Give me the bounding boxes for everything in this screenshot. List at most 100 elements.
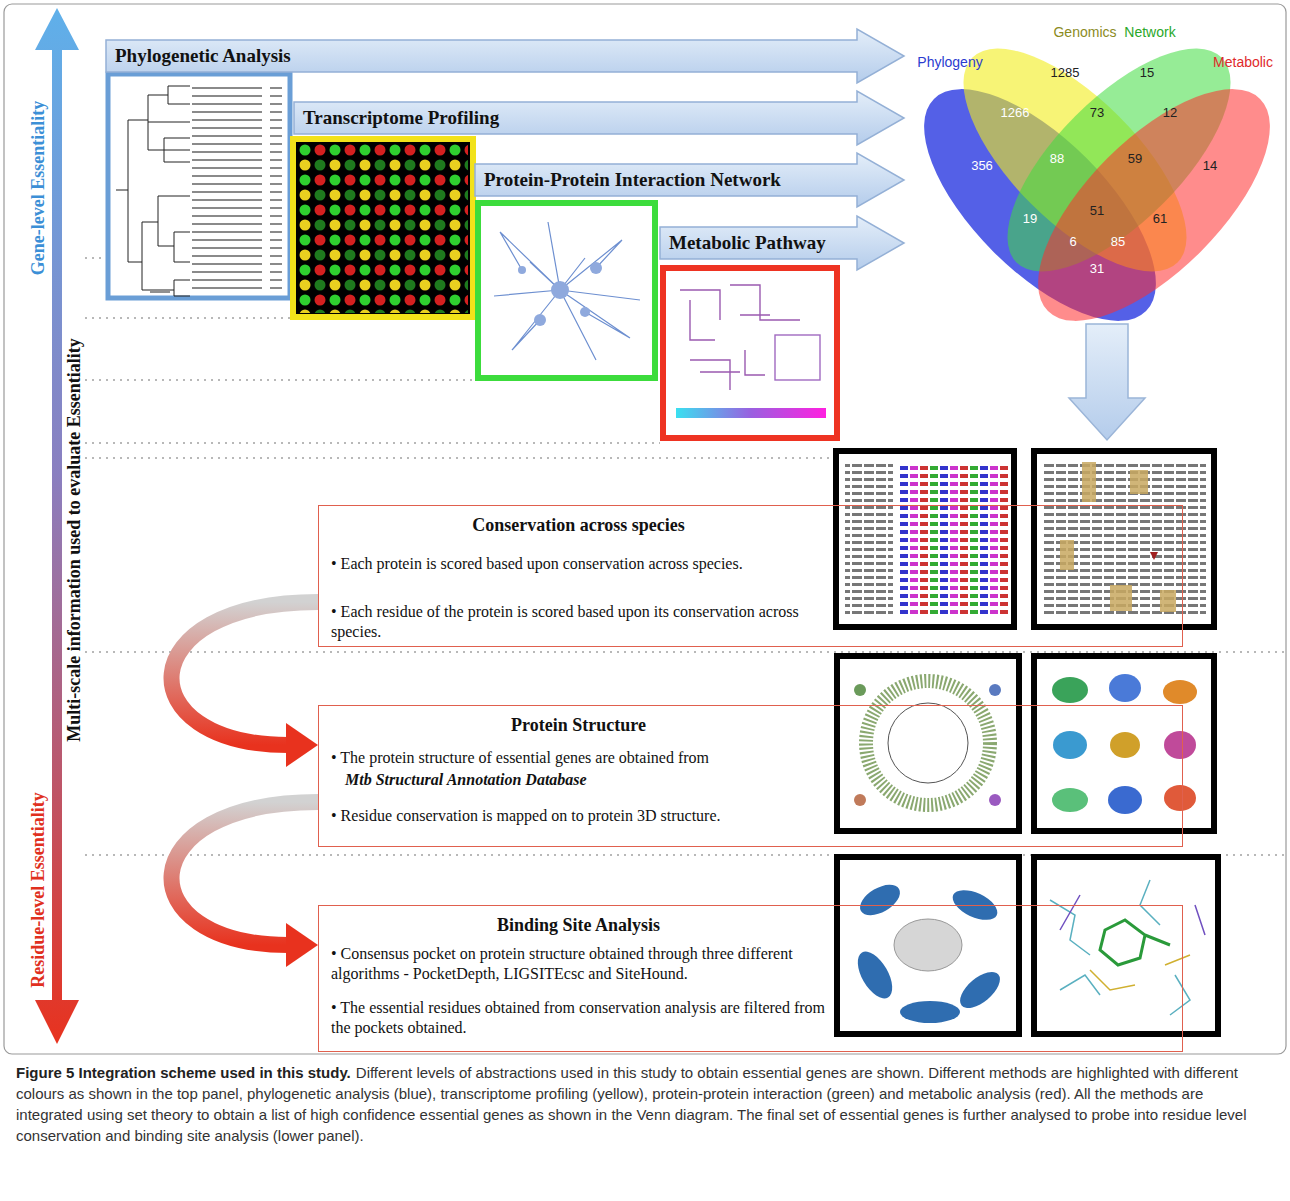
structure-map-image-part: [854, 684, 866, 696]
method-label: Metabolic Pathway: [659, 215, 826, 271]
protein-structures-image-part: [1110, 732, 1140, 758]
bullet-text: • The essential residues obtained from c…: [331, 998, 826, 1038]
protein-structures-image-part: [1052, 788, 1088, 812]
venn-count: 14: [1203, 158, 1217, 173]
alignment-image-part: [1160, 590, 1176, 612]
venn-diagram: [887, 14, 1290, 358]
metabolic-panel-part: [680, 285, 800, 390]
database-name: Mtb Structural Annotation Database: [331, 770, 826, 790]
ligand-image-part: [1050, 880, 1190, 1015]
alignment-image-part: [1060, 540, 1074, 570]
curved-arrow: [172, 602, 318, 767]
protein-structures-image-part: [1052, 677, 1088, 703]
set-name: Phylogeny: [917, 54, 982, 70]
ligand-image-part: [1100, 920, 1170, 965]
protein-structures-image-part: [1163, 680, 1197, 704]
bullet-text: • Consensus pocket on protein structure …: [331, 944, 826, 984]
metabolic-panel-part: [676, 408, 826, 418]
dotted-guides-part: [85, 379, 475, 381]
ligand-image-part: [1034, 857, 1218, 1034]
method-arrow: Transcriptome Profiling: [293, 90, 905, 146]
alignment-image-part: [1082, 462, 1096, 502]
metabolic-panel-part: [775, 335, 820, 380]
pocket-image-part: [851, 946, 900, 1004]
set-name: Metabolic: [1213, 54, 1273, 70]
arrowhead: [286, 923, 318, 967]
curved-arrow-body: [172, 602, 318, 745]
analysis-box: Protein Structure• The protein structure…: [318, 705, 1183, 847]
pocket-image-part: [954, 965, 1006, 1014]
alignment-image-part: [1150, 552, 1158, 560]
metabolic-panel-part: [663, 268, 837, 438]
dotted-guides: [85, 258, 1285, 855]
network-panel-part: [590, 262, 602, 274]
network-panel-part: [551, 281, 569, 299]
arrow-outline: [106, 29, 904, 83]
alignment-image-part: [1034, 451, 1214, 627]
protein-structures-image-part: [1164, 731, 1196, 759]
figure-frame: [4, 4, 1286, 1054]
protein-structures-image: [1034, 656, 1214, 831]
dotted-guides-part: [85, 457, 835, 459]
curved-arrow-body: [172, 802, 318, 945]
phylogeny-panel-part: [108, 74, 290, 298]
network-panel-part: [478, 203, 655, 378]
phylogeny-panel-part: [116, 86, 190, 296]
venn-count: 6: [1069, 234, 1076, 249]
protein-structures-image-part: [1108, 786, 1142, 814]
network-panel-part: [580, 307, 590, 317]
curved-arrow: [172, 802, 318, 967]
dotted-guides-part: [85, 651, 1285, 653]
pocket-image-part: [855, 879, 905, 922]
ligand-image-part: [1090, 955, 1190, 990]
arrowhead: [286, 723, 318, 767]
alignment-image-part: [836, 451, 1014, 627]
venn-count: 73: [1090, 105, 1104, 120]
method-arrow: Protein-Protein Interaction Network: [474, 152, 905, 208]
arrow-outline: [475, 153, 904, 207]
dotted-guides-part: [85, 442, 660, 444]
bullet-text: • Residue conservation is mapped on to p…: [331, 806, 826, 826]
microarray-panel-part: [293, 139, 473, 317]
venn-count: 12: [1163, 105, 1177, 120]
dotted-guides-part: [85, 257, 105, 259]
structure-map-image: [837, 656, 1019, 831]
venn-count: 51: [1090, 203, 1104, 218]
alignment-image: [836, 451, 1014, 627]
network-panel-part: [534, 314, 546, 326]
box-title: Binding Site Analysis: [331, 914, 826, 936]
alignment-image-part: [1130, 470, 1148, 494]
side-label: Gene-level Essentiality: [28, 101, 49, 275]
protein-structures-image-part: [1053, 731, 1087, 759]
figure-title: Figure 5 Integration scheme used in this…: [16, 1064, 351, 1081]
method-label: Protein-Protein Interaction Network: [474, 152, 781, 208]
venn-count: 1285: [1051, 65, 1080, 80]
analysis-box: Conservation across species • Each protei…: [318, 505, 1183, 647]
bullet-text: • Each protein is scored based upon cons…: [331, 554, 826, 574]
network-panel-part: [518, 266, 526, 274]
alignment-image-part: [845, 460, 893, 618]
method-arrow: Phylogenetic Analysis: [105, 28, 905, 84]
metabolic-panel: [663, 268, 837, 438]
box-title: Protein Structure: [331, 714, 826, 736]
box-title: Conservation across species: [331, 514, 826, 536]
alignment-image-part: [1110, 585, 1132, 611]
method-arrow: Metabolic Pathway: [659, 215, 905, 271]
venn-count: 19: [1023, 211, 1037, 226]
venn-count: 59: [1128, 151, 1142, 166]
ligand-image-part: [1060, 895, 1205, 935]
analysis-box: Binding Site Analysis • Consensus pocket …: [318, 905, 1183, 1052]
structure-map-image-part: [837, 656, 1019, 831]
protein-structures-image-part: [1034, 656, 1214, 831]
venn-count: 88: [1050, 151, 1064, 166]
arrow-outline: [294, 91, 904, 145]
pocket-image: [837, 857, 1019, 1034]
alignment-image: [1034, 451, 1214, 627]
pocket-image-part: [900, 1001, 960, 1023]
microarray-panel-part: [298, 143, 468, 313]
method-label: Phylogenetic Analysis: [105, 28, 291, 84]
microarray-panel: [293, 139, 473, 317]
network-panel: [478, 203, 655, 378]
